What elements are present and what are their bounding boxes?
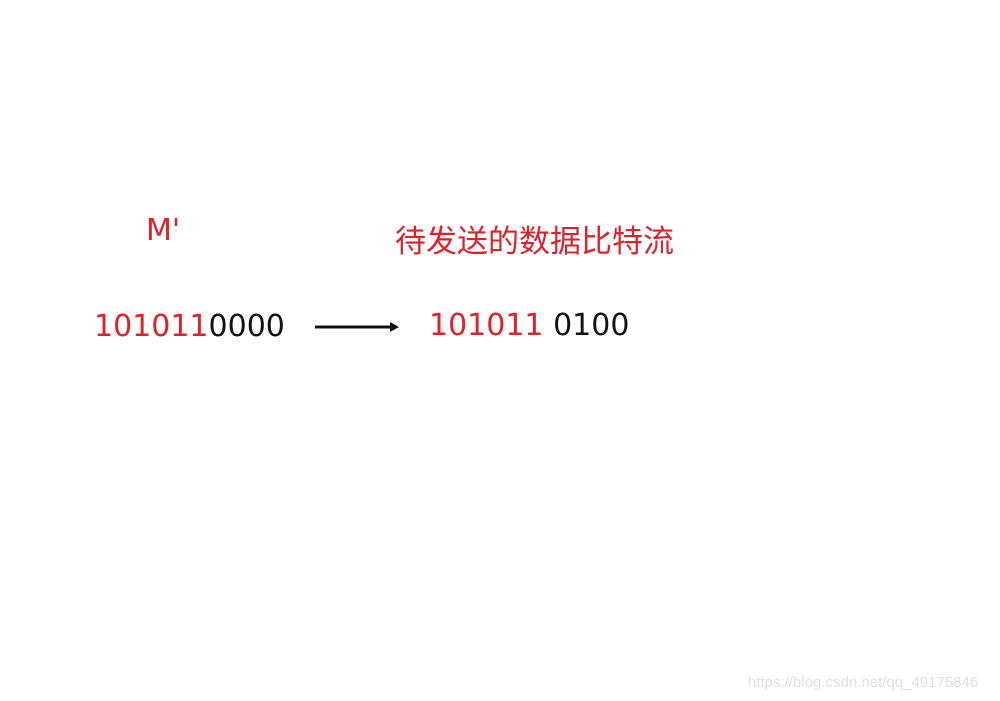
watermark-text: https://blog.csdn.net/qq_49175846 <box>748 674 979 691</box>
m-prime-label: M' <box>146 213 181 248</box>
transmitted-bits: 101011 0100 <box>429 308 629 344</box>
original-bits-data: 101011 <box>94 309 209 344</box>
original-bits-padding: 0000 <box>208 309 285 344</box>
data-bitstream-label: 待发送的数据比特流 <box>395 224 674 260</box>
transmitted-bits-data: 101011 <box>429 308 544 343</box>
transmitted-bits-remainder: 0100 <box>543 308 630 343</box>
original-bits: 1010110000 <box>94 309 285 345</box>
arrow-right-icon <box>315 322 399 332</box>
